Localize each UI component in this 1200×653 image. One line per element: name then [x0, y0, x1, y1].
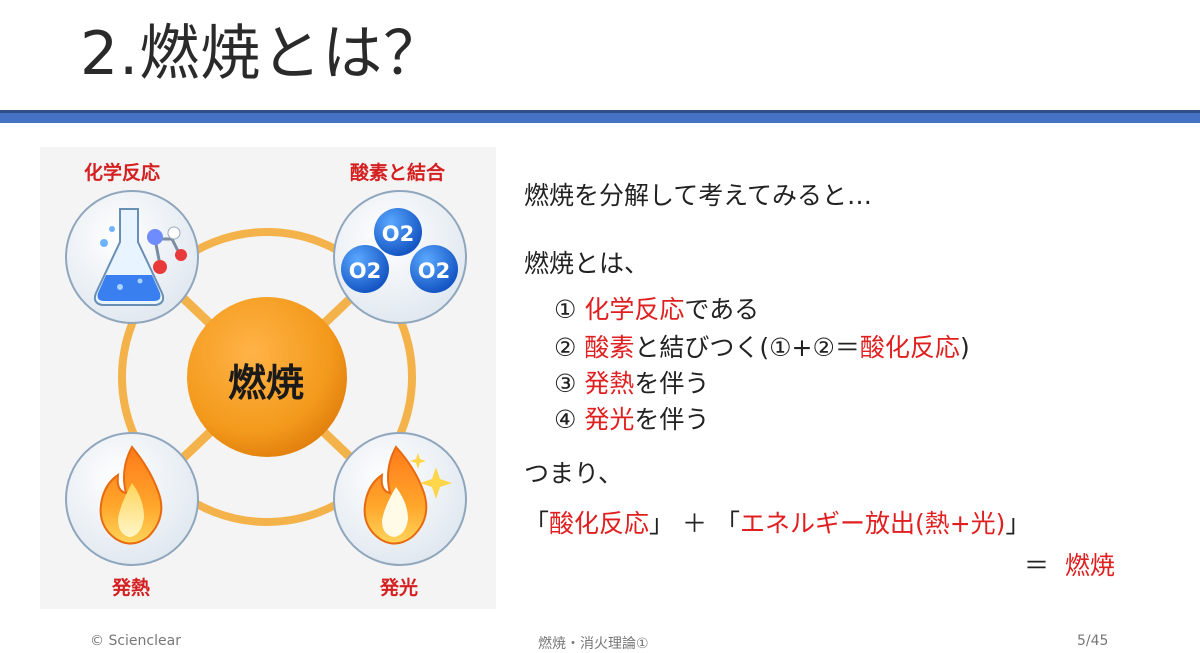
- copyright: © Scienclear: [90, 633, 181, 649]
- item-number: ④: [554, 405, 577, 434]
- o2-label: O2: [418, 259, 450, 283]
- item-highlight: 発熱: [584, 369, 635, 398]
- title-divider: [0, 113, 1200, 123]
- node-label-heat: 発熱: [112, 577, 151, 599]
- equation: 「酸化反応」 ＋ 「エネルギー放出(熱+光)」: [524, 504, 1030, 540]
- result-term: 燃焼: [1064, 551, 1115, 580]
- flask-icon: [65, 190, 199, 324]
- item-highlight: 酸化反応: [859, 333, 960, 362]
- item-text: と結びつく(①+②＝: [634, 333, 860, 362]
- node-label-oxygen-binding: 酸素と結合: [350, 162, 446, 184]
- item-number: ③: [554, 369, 577, 398]
- bracket-open: 「: [714, 509, 740, 538]
- bracket-open: 「: [524, 509, 550, 538]
- flame-heat-icon: [65, 432, 199, 566]
- center-label-combustion: 燃焼: [227, 361, 304, 405]
- intro-text: 燃焼を分解して考えてみると…: [524, 181, 873, 210]
- list-item: ① 化学反応である: [554, 290, 759, 326]
- flame-light-icon: [333, 432, 467, 566]
- equation-term: エネルギー放出(熱+光): [739, 509, 1006, 538]
- combustion-diagram: O2 O2 O2 化学反応 酸素と結合 発熱 発光 燃焼: [40, 147, 496, 609]
- definition-lead: 燃焼とは、: [524, 249, 650, 278]
- o2-label: O2: [349, 259, 381, 283]
- summary-lead: つまり、: [524, 459, 624, 488]
- node-label-chemical-reaction: 化学反応: [84, 162, 161, 184]
- diagram-graphic: O2 O2 O2: [65, 190, 467, 566]
- item-number: ①: [554, 295, 577, 324]
- page-number: 5/45: [1077, 633, 1109, 649]
- item-highlight: 酸素: [584, 333, 635, 362]
- equation-term: 酸化反応: [549, 509, 650, 538]
- item-text: である: [684, 295, 760, 324]
- equation-result: ＝ 燃焼: [1024, 546, 1115, 582]
- item-text: ): [959, 333, 970, 362]
- list-item: ③ 発熱を伴う: [554, 364, 709, 400]
- item-text: を伴う: [634, 369, 710, 398]
- center-circle: [187, 297, 347, 457]
- equals-sign: ＝: [1024, 551, 1050, 580]
- item-highlight: 発光: [584, 405, 635, 434]
- slide-title: 2.燃焼とは？: [80, 19, 445, 89]
- list-item: ④ 発光を伴う: [554, 400, 709, 436]
- item-text: を伴う: [634, 405, 710, 434]
- oxygen-molecules-icon: O2 O2 O2: [333, 190, 467, 324]
- o2-label: O2: [382, 222, 414, 246]
- item-highlight: 化学反応: [584, 295, 685, 324]
- title-divider-top: [0, 110, 1200, 113]
- bracket-close: 」: [1005, 509, 1031, 538]
- plus-sign: ＋: [682, 509, 708, 538]
- bracket-close: 」: [649, 509, 675, 538]
- node-label-light: 発光: [380, 577, 419, 599]
- outer-ring: [118, 228, 416, 526]
- item-number: ②: [554, 333, 577, 362]
- course-title: 燃焼・消火理論①: [538, 636, 649, 652]
- list-item: ② 酸素と結びつく(①+②＝酸化反応): [554, 328, 970, 364]
